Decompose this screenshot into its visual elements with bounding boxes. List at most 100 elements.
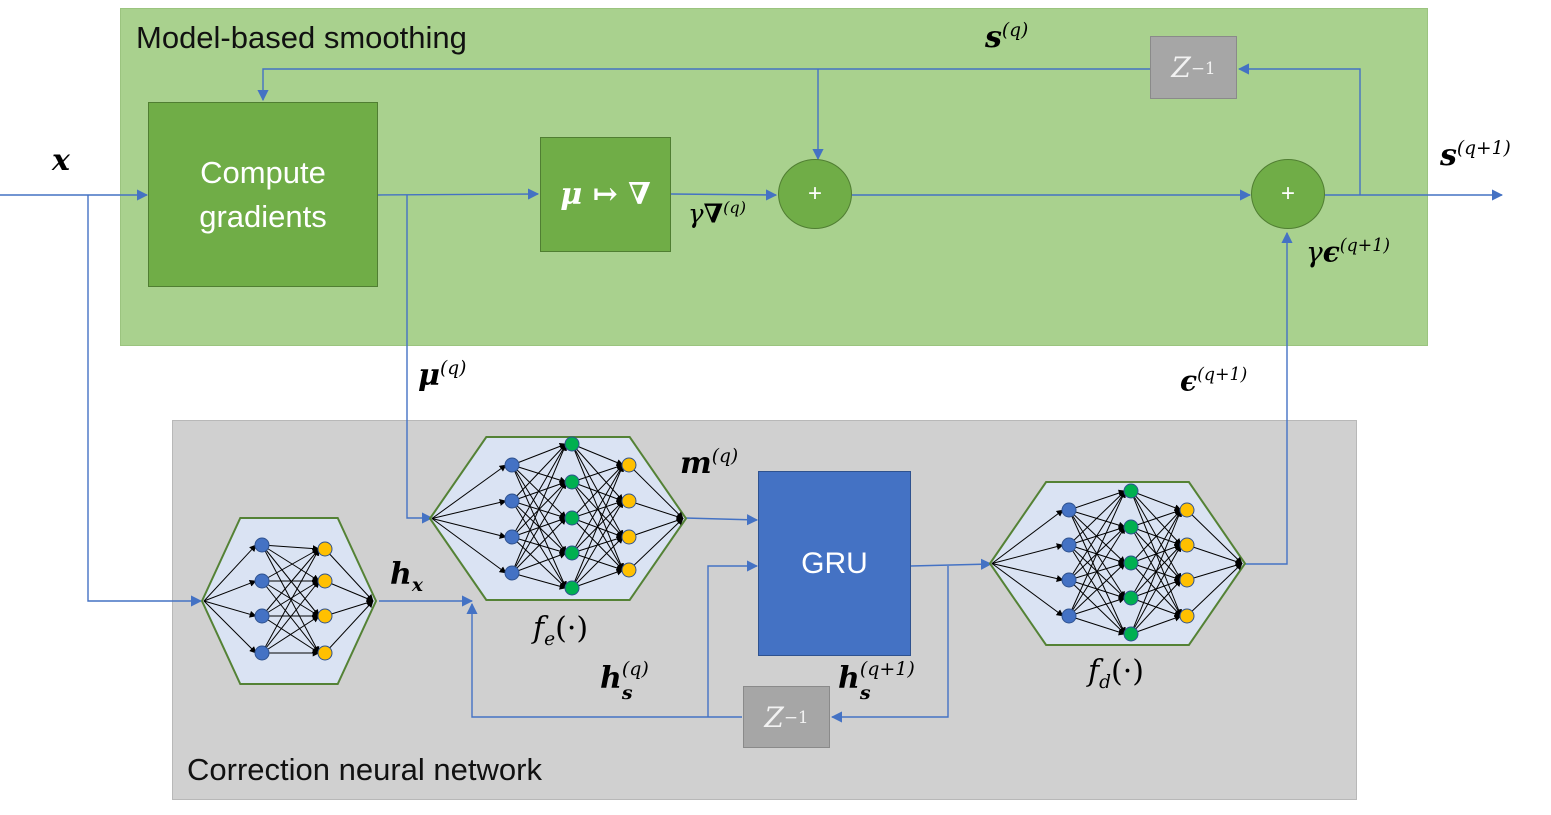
label-f-e: fe(·) bbox=[533, 614, 588, 650]
network-node bbox=[1179, 608, 1195, 624]
network-node bbox=[564, 474, 580, 490]
label-gamma-grad-gamma: γ bbox=[688, 199, 704, 230]
label-mu-q-base: μ bbox=[418, 358, 440, 393]
network-node bbox=[564, 436, 580, 452]
delay-top-base: Z bbox=[1171, 51, 1191, 84]
label-gamma-grad-base: ∇ bbox=[703, 199, 724, 230]
network-node bbox=[1123, 483, 1139, 499]
label-h-s-q1-base: h bbox=[838, 661, 860, 696]
label-f-d: fd(·) bbox=[1088, 657, 1144, 693]
network-node bbox=[317, 573, 333, 589]
wire-h-gru bbox=[707, 560, 759, 717]
network-node bbox=[1123, 590, 1139, 606]
encoder-network-icon bbox=[428, 436, 688, 601]
label-h-s-q1-sup: (q+1) bbox=[859, 658, 915, 680]
label-s-q1-base: s bbox=[1440, 138, 1457, 173]
label-gamma-eps-sup: (q+1) bbox=[1339, 236, 1391, 256]
delay-block-bottom: Z−1 bbox=[743, 686, 830, 748]
network-node bbox=[504, 565, 520, 581]
delay-bottom-base: Z bbox=[764, 700, 784, 734]
compute-gradients-block: Compute gradients bbox=[148, 102, 378, 287]
network-node bbox=[504, 529, 520, 545]
network-node bbox=[1179, 502, 1195, 518]
wire-grad-sum bbox=[670, 189, 778, 201]
wire-feedback-up bbox=[1237, 63, 1361, 195]
network-node bbox=[1179, 572, 1195, 588]
mu-to-grad-block: μ ↦ ∇ bbox=[540, 137, 671, 252]
top-panel-title: Model-based smoothing bbox=[136, 20, 467, 55]
label-h-x: hx bbox=[390, 560, 423, 596]
label-f-d-base: f bbox=[1088, 654, 1100, 689]
networks bbox=[200, 436, 1247, 685]
label-gamma-grad: γ∇(q) bbox=[688, 198, 747, 230]
label-m-q-base: m bbox=[680, 446, 712, 481]
network-node bbox=[1123, 519, 1139, 535]
network-node bbox=[1061, 537, 1077, 553]
label-h-x-sub: x bbox=[411, 575, 423, 596]
wire-mu-down bbox=[406, 195, 434, 524]
label-h-s-q1: h (q+1) s bbox=[838, 660, 930, 703]
wire-m bbox=[684, 514, 759, 526]
label-h-s-q-sub: s bbox=[621, 682, 633, 704]
label-mu-q-sup: (q) bbox=[439, 358, 467, 379]
mu-to-grad-text: μ ↦ ∇ bbox=[560, 177, 651, 212]
sum-node-top: + bbox=[778, 159, 852, 229]
sum-node-right: + bbox=[1251, 159, 1325, 229]
network-node bbox=[564, 545, 580, 561]
label-h-s-q-base: h bbox=[600, 661, 622, 696]
network-node bbox=[621, 529, 637, 545]
decoder-network-icon bbox=[988, 481, 1247, 646]
delay-block-top: Z−1 bbox=[1150, 36, 1237, 99]
gru-label: GRU bbox=[801, 546, 868, 580]
wire-grad-out bbox=[377, 188, 540, 200]
wire-h-fe bbox=[466, 602, 742, 718]
label-h-s-q1-sub: s bbox=[859, 682, 871, 704]
wire-eps-up bbox=[1245, 231, 1293, 565]
label-s-q1: s(q+1) bbox=[1440, 138, 1511, 173]
label-s-q: s(q) bbox=[985, 20, 1029, 55]
label-x: x bbox=[52, 146, 70, 176]
network-node bbox=[564, 580, 580, 596]
label-f-d-arg: (·) bbox=[1111, 654, 1144, 689]
label-gamma-grad-sup: (q) bbox=[723, 198, 747, 217]
network-node bbox=[1123, 626, 1139, 642]
label-gamma-eps: γϵ(q+1) bbox=[1306, 235, 1391, 269]
label-f-e-sub: e bbox=[544, 629, 556, 650]
label-s-q-base: s bbox=[985, 20, 1002, 55]
label-h-s-q: h (q) s bbox=[600, 660, 649, 703]
wire-h-delay bbox=[830, 566, 949, 723]
label-eps-q1-base: ϵ bbox=[1180, 364, 1198, 398]
network-node bbox=[504, 493, 520, 509]
network-node bbox=[1123, 555, 1139, 571]
sum-top-label: + bbox=[807, 180, 822, 207]
network-node bbox=[254, 608, 270, 624]
label-x-base: x bbox=[52, 143, 70, 178]
label-h-s-q-sup: (q) bbox=[621, 658, 649, 680]
network-node bbox=[317, 608, 333, 624]
delay-top-sup: −1 bbox=[1190, 57, 1216, 78]
label-m-q: m(q) bbox=[680, 446, 738, 481]
label-f-e-base: f bbox=[533, 611, 545, 646]
label-s-q-sup: (q) bbox=[1001, 20, 1029, 41]
label-gamma-eps-base: ϵ bbox=[1322, 235, 1340, 269]
bottom-panel-title: Correction neural network bbox=[187, 752, 542, 787]
delay-bottom-sup: −1 bbox=[783, 707, 809, 727]
network-node bbox=[254, 573, 270, 589]
label-mu-q: μ(q) bbox=[418, 358, 467, 393]
network-node bbox=[254, 537, 270, 553]
label-eps-q1: ϵ(q+1) bbox=[1180, 364, 1248, 398]
network-node bbox=[564, 510, 580, 526]
network-node bbox=[621, 493, 637, 509]
gru-block: GRU bbox=[758, 471, 911, 656]
label-gamma-eps-gamma: γ bbox=[1306, 235, 1323, 269]
wire-x-down bbox=[87, 195, 203, 607]
network-node bbox=[621, 562, 637, 578]
label-f-d-sub: d bbox=[1099, 672, 1112, 693]
sum-right-label: + bbox=[1280, 180, 1295, 207]
label-h-x-base: h bbox=[390, 557, 412, 592]
network-node bbox=[317, 541, 333, 557]
label-eps-q1-sup: (q+1) bbox=[1197, 365, 1248, 385]
input-network-icon bbox=[200, 517, 378, 685]
